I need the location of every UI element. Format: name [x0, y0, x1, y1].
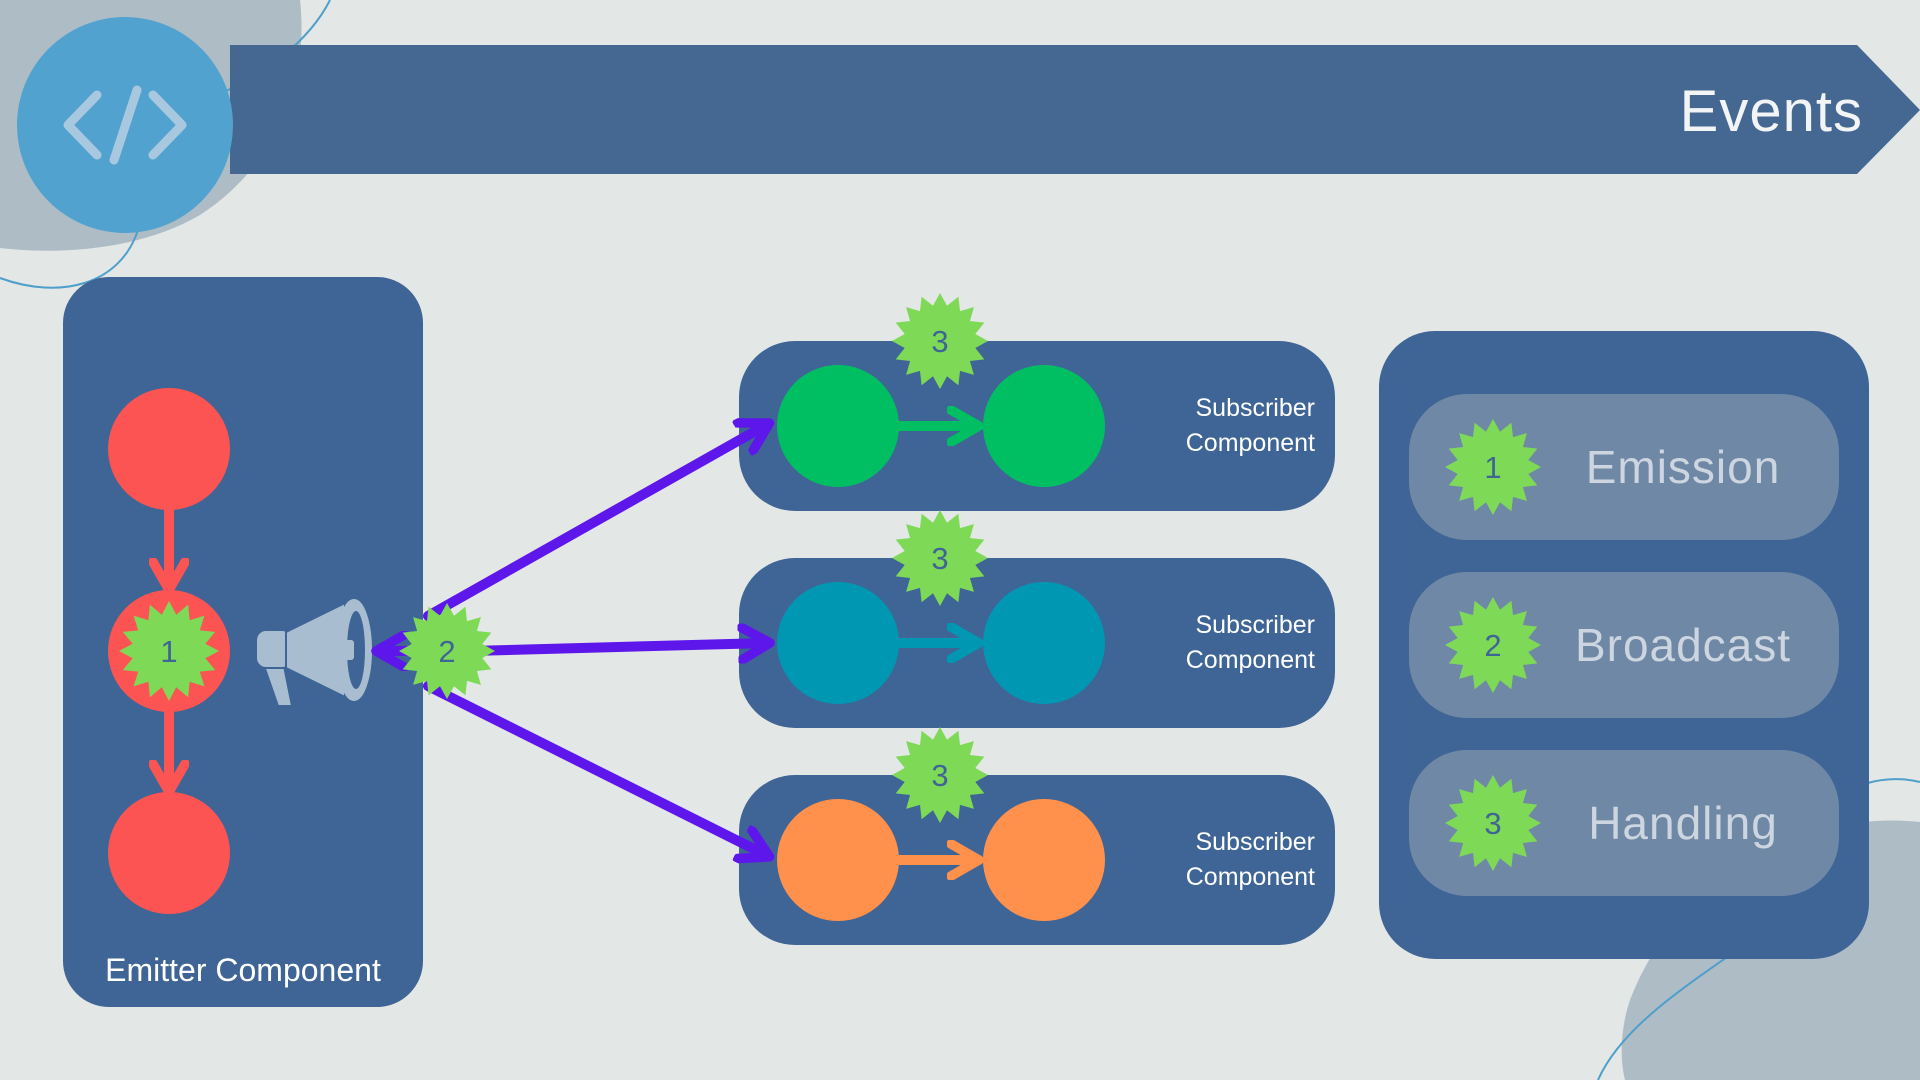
title-banner: [230, 45, 1920, 174]
badge-broadcast: 2: [399, 603, 495, 699]
subscriber-node-1-a: [777, 365, 899, 487]
subscriber-label-1-line2: Component: [1185, 429, 1315, 457]
badge-starburst-icon: [119, 601, 219, 701]
emitter-node-1: [108, 388, 230, 510]
step-emission: Emission: [1409, 394, 1839, 540]
badge-step-3: 3: [1445, 775, 1541, 871]
subscriber-node-2-b: [983, 582, 1105, 704]
badge-broadcast-number: 2: [438, 634, 455, 669]
step-badges: 1 2 3 3 3 1 2 3: [119, 293, 1541, 871]
badge-step-3-number: 3: [1484, 806, 1501, 841]
megaphone-icon: [255, 599, 372, 707]
emitter-component-label: Emitter Component: [105, 952, 381, 988]
badge-starburst-icon: [892, 293, 988, 389]
badge-starburst-icon: [1445, 775, 1541, 871]
badge-handling-3: 3: [892, 727, 988, 823]
decor-curve-bottom-right: [1597, 954, 1731, 1080]
badge-starburst-icon: [399, 603, 495, 699]
badge-starburst-icon: [892, 510, 988, 606]
subscriber-node-3-a: [777, 799, 899, 921]
subscriber-node-1-b: [983, 365, 1105, 487]
badge-handling-1-number: 3: [931, 324, 948, 359]
badge-handling-2-number: 3: [931, 541, 948, 576]
subscriber-node-2-a: [777, 582, 899, 704]
subscriber-node-3-b: [983, 799, 1105, 921]
badge-starburst-icon: [892, 727, 988, 823]
subscriber-label-2-line1: Subscriber: [1195, 611, 1316, 639]
badge-starburst-icon: [1445, 419, 1541, 515]
subscriber-nodes: [777, 365, 1105, 921]
step-label-2: Broadcast: [1574, 619, 1792, 671]
page-title: Events: [1679, 79, 1863, 144]
subscriber-label-3-line2: Component: [1185, 863, 1315, 891]
code-icon: [63, 85, 187, 165]
badge-handling-1: 3: [892, 293, 988, 389]
step-label-1: Emission: [1585, 441, 1781, 493]
badge-step-2-number: 2: [1484, 628, 1501, 663]
badge-step-1: 1: [1445, 419, 1541, 515]
badge-handling-3-number: 3: [931, 758, 948, 793]
badge-starburst-icon: [1445, 597, 1541, 693]
badge-handling-2: 3: [892, 510, 988, 606]
subscriber-label-1-line1: Subscriber: [1195, 394, 1316, 422]
badge-emission: 1: [119, 601, 219, 701]
badge-step-2: 2: [1445, 597, 1541, 693]
subscriber-label-2: Subscriber Component: [1155, 608, 1315, 678]
broadcast-arrow-2: [465, 643, 766, 651]
subscriber-label-3: Subscriber Component: [1155, 825, 1315, 895]
step-broadcast: Broadcast: [1409, 572, 1839, 718]
decor-curve-right: [1867, 778, 1920, 784]
badge-emission-number: 1: [160, 634, 177, 669]
broadcast-arrow-3: [423, 681, 766, 855]
emitter-node-3: [108, 792, 230, 914]
subscriber-label-2-line2: Component: [1185, 646, 1315, 674]
badge-step-1-number: 1: [1484, 450, 1501, 485]
subscriber-label-1: Subscriber Component: [1155, 391, 1315, 461]
broadcast-arrow-1: [423, 425, 766, 621]
subscriber-label-3-line1: Subscriber: [1195, 828, 1316, 856]
step-label-3: Handling: [1588, 797, 1778, 849]
